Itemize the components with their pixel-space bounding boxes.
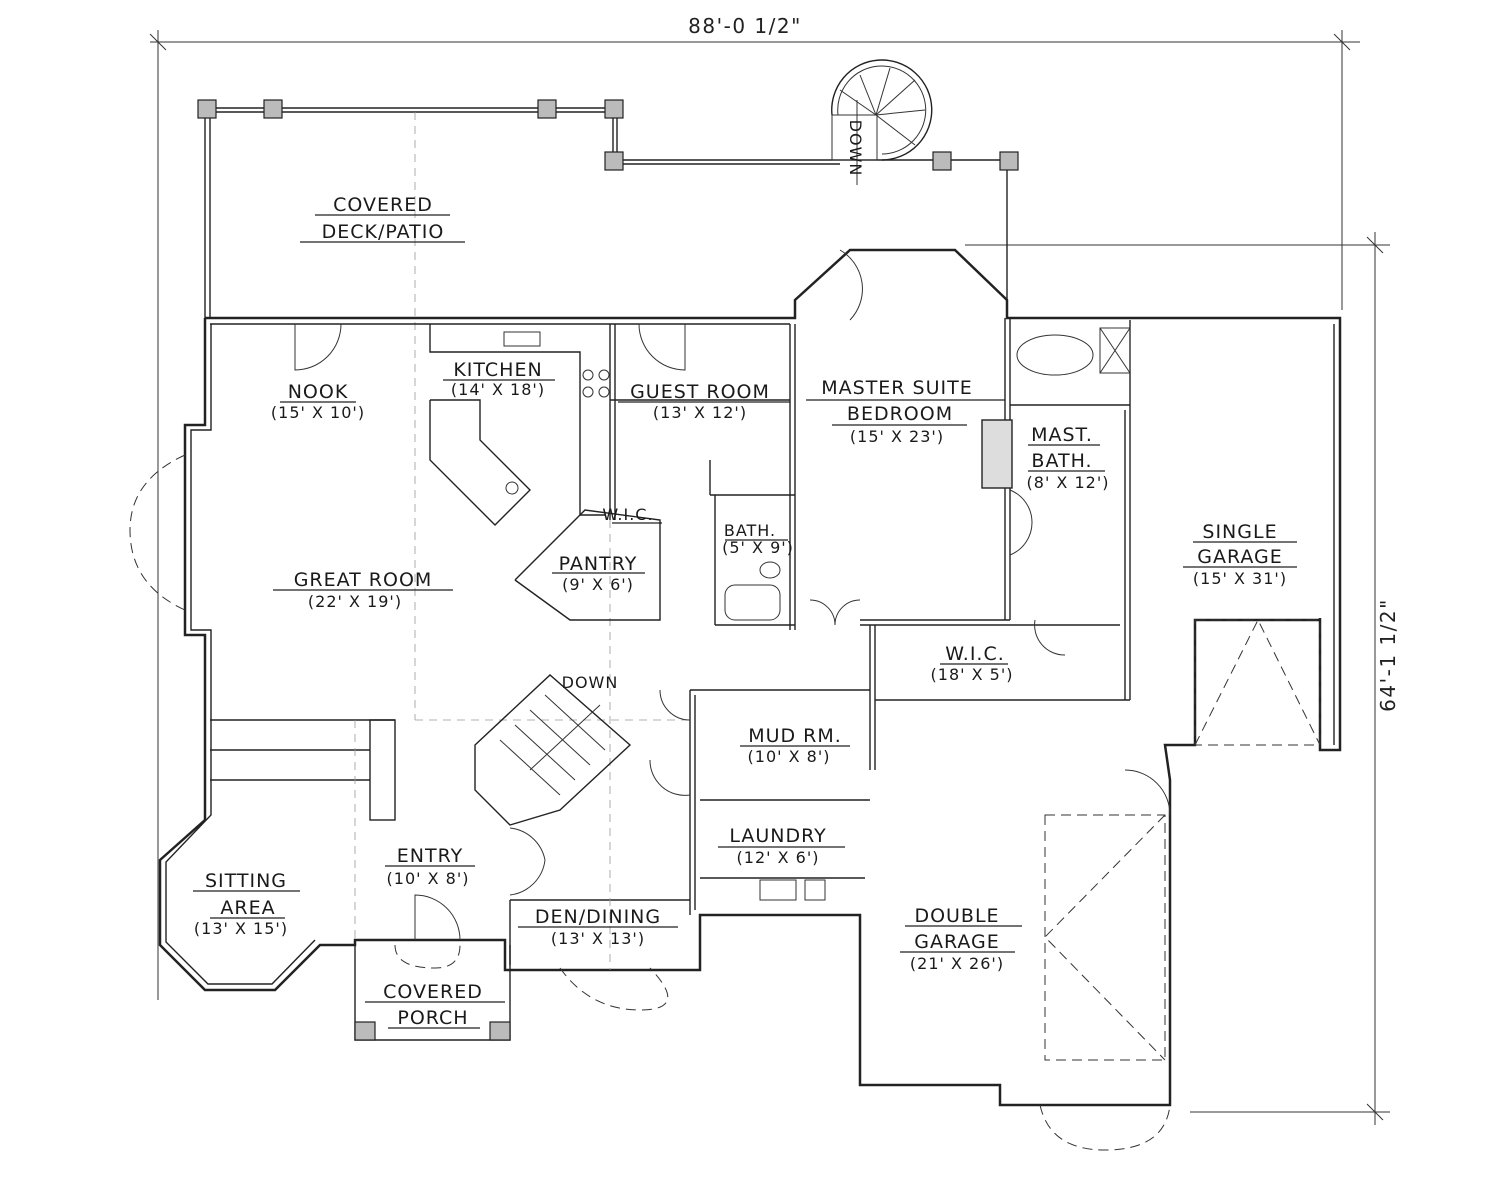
mud-room-label: MUD RM. bbox=[748, 725, 842, 747]
den-dining-label: DEN/DINING bbox=[535, 906, 661, 928]
overall-width-dimension: 88'-0 1/2" bbox=[688, 14, 802, 38]
spiral-staircase bbox=[831, 59, 933, 185]
mud-room-size: (10' X 8') bbox=[748, 747, 831, 766]
double-garage-label-line2: GARAGE bbox=[914, 931, 1000, 953]
nook-label: NOOK bbox=[288, 381, 349, 403]
main-stair-down-label: DOWN bbox=[562, 673, 619, 692]
bath-label: BATH. bbox=[724, 521, 776, 540]
entry-size: (10' X 8') bbox=[387, 869, 470, 888]
guest-wic-label: W.I.C. bbox=[602, 505, 653, 524]
overall-depth-dimension: 64'-1 1/2" bbox=[1376, 598, 1400, 712]
double-garage-label-line1: DOUBLE bbox=[914, 905, 999, 927]
dimension-lines bbox=[149, 30, 1390, 1125]
master-suite-label-line2: BEDROOM bbox=[847, 403, 953, 425]
covered-deck-outline bbox=[197, 99, 1019, 720]
sitting-area-size: (13' X 15') bbox=[194, 919, 288, 938]
den-dining-size: (13' X 13') bbox=[551, 929, 645, 948]
guest-room-label: GUEST ROOM bbox=[630, 381, 770, 403]
master-bath-label-line2: BATH. bbox=[1031, 450, 1092, 472]
covered-deck-label-line2: DECK/PATIO bbox=[322, 221, 445, 243]
master-wic-size: (18' X 5') bbox=[931, 665, 1014, 684]
pantry-walls bbox=[514, 509, 661, 621]
sitting-area-label-line2: AREA bbox=[220, 897, 275, 919]
sitting-area-label-line1: SITTING bbox=[205, 870, 287, 892]
single-garage-label-line2: GARAGE bbox=[1197, 546, 1283, 568]
guest-room-size: (13' X 12') bbox=[653, 403, 747, 422]
master-suite-label-line1: MASTER SUITE bbox=[821, 377, 973, 399]
laundry-label: LAUNDRY bbox=[729, 825, 826, 847]
single-garage-label-line1: SINGLE bbox=[1202, 521, 1277, 543]
interior-walls bbox=[210, 318, 1131, 970]
nook-size: (15' X 10') bbox=[271, 403, 365, 422]
covered-porch-label-line2: PORCH bbox=[397, 1007, 468, 1029]
master-suite-size: (15' X 23') bbox=[850, 427, 944, 446]
single-garage-size: (15' X 31') bbox=[1193, 569, 1287, 588]
main-staircase bbox=[474, 674, 632, 826]
pantry-size: (9' X 6') bbox=[562, 575, 634, 594]
spiral-stair-down-label: DOWN bbox=[846, 120, 865, 177]
double-garage-size: (21' X 26') bbox=[910, 954, 1004, 973]
kitchen-island bbox=[429, 399, 531, 526]
master-wic-label: W.I.C. bbox=[945, 643, 1005, 665]
laundry-size: (12' X 6') bbox=[737, 848, 820, 867]
exterior-walls bbox=[158, 248, 1342, 1107]
bath-size: (5' X 9') bbox=[722, 538, 794, 557]
entry-label: ENTRY bbox=[397, 845, 463, 867]
covered-deck-label-line1: COVERED bbox=[333, 194, 433, 216]
master-bath-size: (8' X 12') bbox=[1027, 473, 1110, 492]
master-bath-label-line1: MAST. bbox=[1031, 424, 1093, 446]
great-room-size: (22' X 19') bbox=[308, 592, 402, 611]
kitchen-label: KITCHEN bbox=[453, 359, 542, 381]
kitchen-size: (14' X 18') bbox=[451, 380, 545, 399]
great-room-label: GREAT ROOM bbox=[294, 569, 433, 591]
covered-porch-label-line1: COVERED bbox=[383, 981, 483, 1003]
doors bbox=[294, 249, 1171, 1151]
pantry-label: PANTRY bbox=[559, 553, 638, 575]
covered-porch-outline bbox=[354, 944, 511, 1041]
